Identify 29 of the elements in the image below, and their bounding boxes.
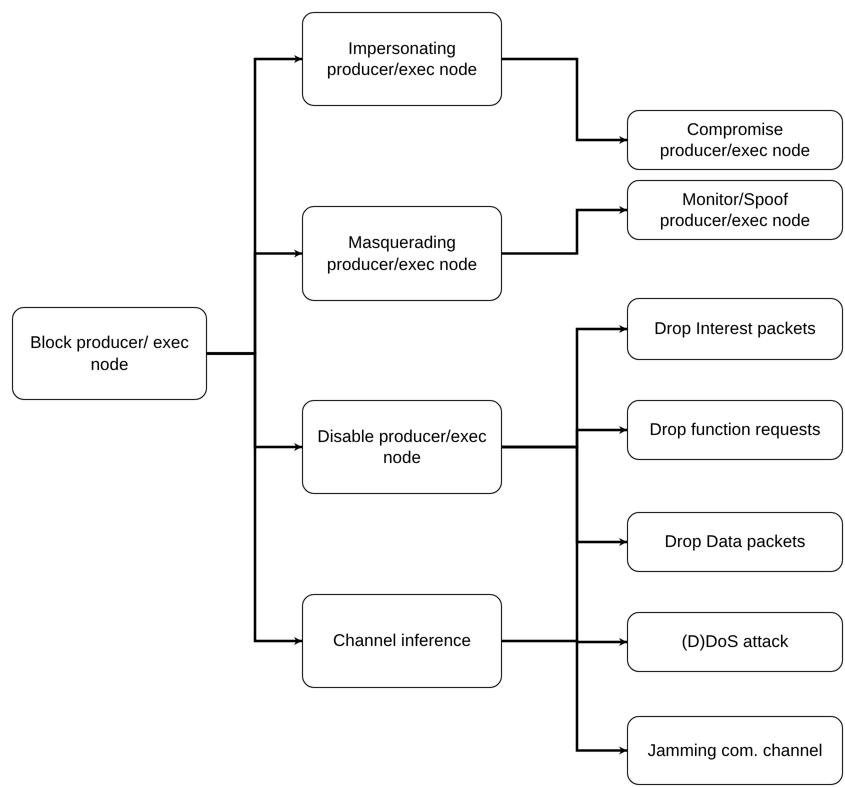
process-box [627, 716, 843, 785]
node-label: Block producer/ exec node [29, 332, 190, 375]
node-label: Drop Data packets [664, 531, 806, 553]
process-box [12, 307, 207, 400]
node-label: Masquerading producer/exec node [326, 232, 478, 275]
process-box [627, 110, 843, 170]
process-box [302, 12, 502, 106]
node-label: Disable producer/exec node [316, 426, 488, 468]
node-label: Channel inference [333, 630, 471, 652]
node-label: (D)DoS attack [682, 631, 788, 653]
node-label: Monitor/Spoof producer/exec node [658, 188, 812, 232]
connector-arrow [502, 58, 627, 144]
process-box [302, 594, 502, 688]
node-label: Drop Interest packets [654, 318, 816, 340]
node-label: Compromise producer/exec node [658, 118, 812, 162]
process-box [627, 512, 843, 572]
connector-arrow [502, 446, 627, 646]
process-box [302, 206, 502, 301]
process-box [627, 612, 843, 672]
process-box [302, 400, 502, 494]
process-box [627, 298, 843, 360]
connector-arrow [502, 640, 627, 754]
process-box [627, 180, 843, 240]
node-label: Impersonating producer/exec node [326, 38, 478, 80]
process-box [627, 400, 843, 460]
node-label: Jamming com. channel [648, 740, 822, 762]
connector-arrow [502, 206, 627, 255]
node-label: Drop function requests [649, 419, 821, 441]
connector-arrow [207, 352, 302, 645]
